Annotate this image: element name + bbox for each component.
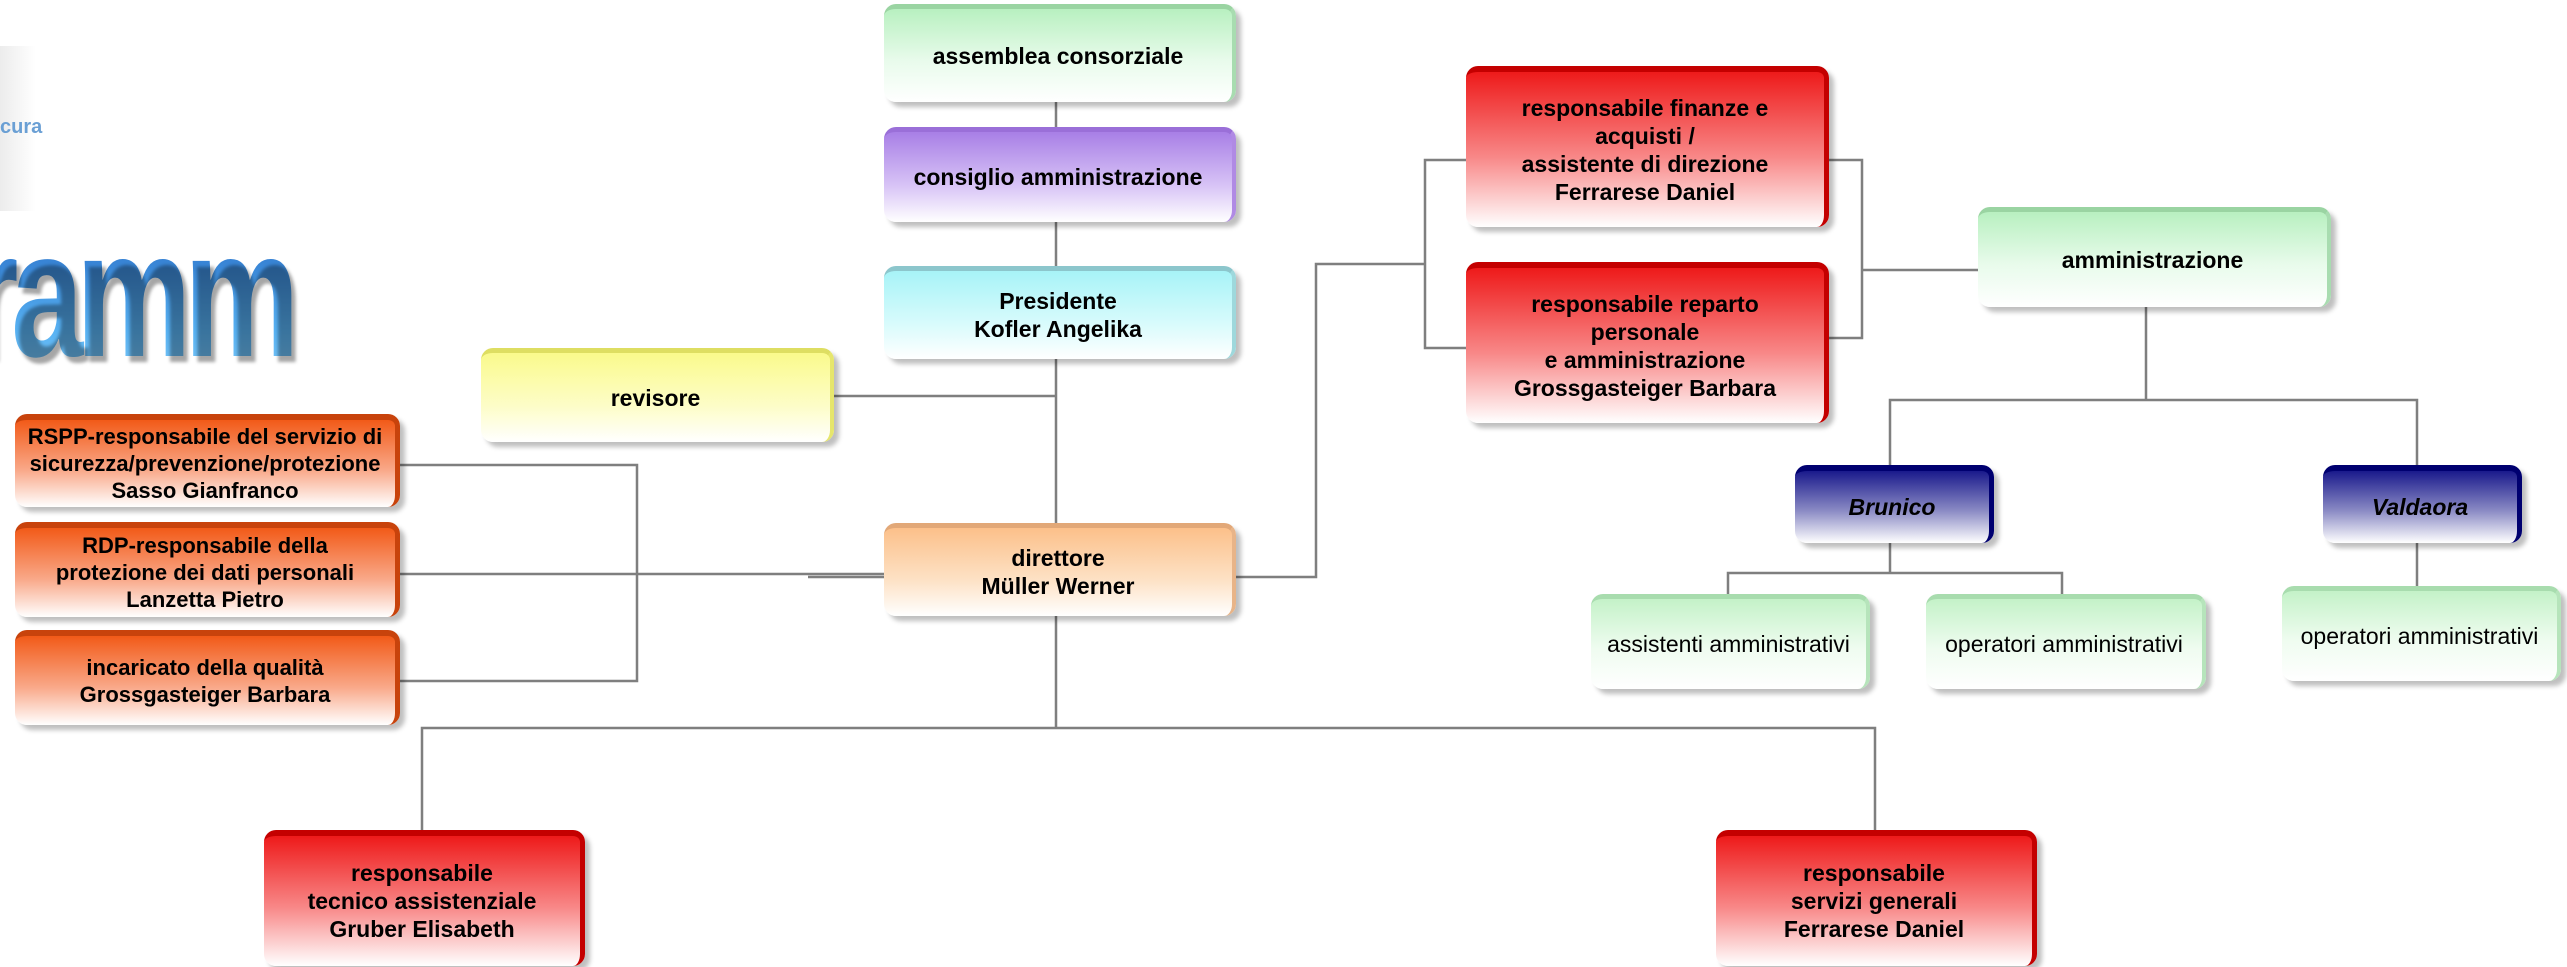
node-rdp: RDP-responsabile della protezione dei da… [15, 522, 400, 617]
node-line: protezione dei dati personali [55, 560, 355, 585]
node-line: responsabile [1803, 860, 1945, 886]
node-brunico: Brunico [1795, 465, 1994, 543]
node-line: revisore [610, 384, 701, 411]
node-line: Ferrarese Daniel [1783, 916, 1965, 942]
node-line: Sasso Gianfranco [111, 478, 299, 503]
node-line: Valdaora [2371, 494, 2469, 520]
connector-brunico-children [1726, 571, 2064, 594]
node-direttore: direttore Müller Werner [884, 523, 1236, 616]
node-line: responsabile finanze e [1521, 94, 1769, 121]
node-line: assistente di direzione [1521, 150, 1769, 177]
node-line: Presidente [999, 288, 1117, 314]
node-line: servizi generali [1790, 888, 1958, 914]
node-presidente: Presidente Kofler Angelika [884, 266, 1236, 359]
node-line: consiglio amministrazione [913, 164, 1203, 190]
node-line: operatori amministrativi [1945, 631, 2183, 657]
node-line: Grossgasteiger Barbara [79, 681, 331, 707]
node-line: assemblea consorziale [932, 42, 1184, 69]
node-amministrazione: amministrazione [1978, 207, 2331, 307]
node-line: tecnico assistenziale [307, 888, 537, 914]
logo-backdrop [0, 46, 36, 211]
connector-staff-right [1829, 158, 1864, 340]
connector-bottom [420, 726, 1877, 830]
node-line: Brunico [1848, 494, 1936, 520]
node-valdaora: Valdaora [2323, 465, 2522, 543]
node-line: operatori amministrativi [2300, 623, 2539, 649]
node-operatori-amministrativi-brunico: operatori amministrativi [1926, 594, 2206, 689]
node-line: Lanzetta Pietro [126, 587, 284, 612]
node-assistenti-amministrativi: assistenti amministrativi [1591, 594, 1870, 689]
node-line: acquisti / [1595, 122, 1695, 149]
node-line: responsabile [351, 860, 493, 886]
node-revisore: revisore [481, 348, 834, 442]
node-line: Gruber Elisabeth [329, 916, 515, 942]
node-line: direttore [1011, 545, 1105, 571]
node-assemblea-consorziale: assemblea consorziale [884, 4, 1236, 102]
logo-tagline: cura [0, 116, 43, 138]
node-line: e amministrazione [1544, 346, 1746, 373]
node-line: RDP-responsabile della [82, 533, 328, 558]
node-line: Kofler Angelika [974, 316, 1142, 342]
node-line: assistenti amministrativi [1607, 631, 1850, 657]
node-line: amministrazione [2061, 246, 2244, 273]
node-responsabile-finanze: responsabile finanze e acquisti / assist… [1466, 66, 1829, 227]
node-line: incaricato della qualità [86, 654, 324, 680]
connector-direttore-staff [1236, 262, 1425, 579]
node-line: Grossgasteiger Barbara [1513, 374, 1777, 401]
node-line: Ferrarese Daniel [1554, 178, 1736, 205]
node-responsabile-tecnico: responsabile tecnico assistenziale Grube… [264, 830, 585, 966]
connector-staff-bracket [1423, 158, 1466, 350]
node-consiglio-amministrazione: consiglio amministrazione [884, 127, 1236, 222]
node-line: responsabile reparto personale [1531, 290, 1759, 345]
node-incaricato-qualita: incaricato della qualità Grossgasteiger … [15, 630, 400, 725]
connector-sedi [1888, 398, 2419, 465]
node-line: sicurezza/prevenzione/protezione [29, 451, 381, 476]
node-line: Müller Werner [981, 573, 1135, 599]
node-line: RSPP-responsabile del servizio di [27, 424, 383, 449]
node-responsabile-servizi-generali: responsabile servizi generali Ferrarese … [1716, 830, 2037, 966]
node-operatori-amministrativi-valdaora: operatori amministrativi [2282, 586, 2561, 681]
node-responsabile-personale: responsabile reparto personale e amminis… [1466, 262, 1829, 423]
logo-wordmark: ramm [0, 205, 299, 385]
node-rspp: RSPP-responsabile del servizio di sicure… [15, 414, 400, 507]
